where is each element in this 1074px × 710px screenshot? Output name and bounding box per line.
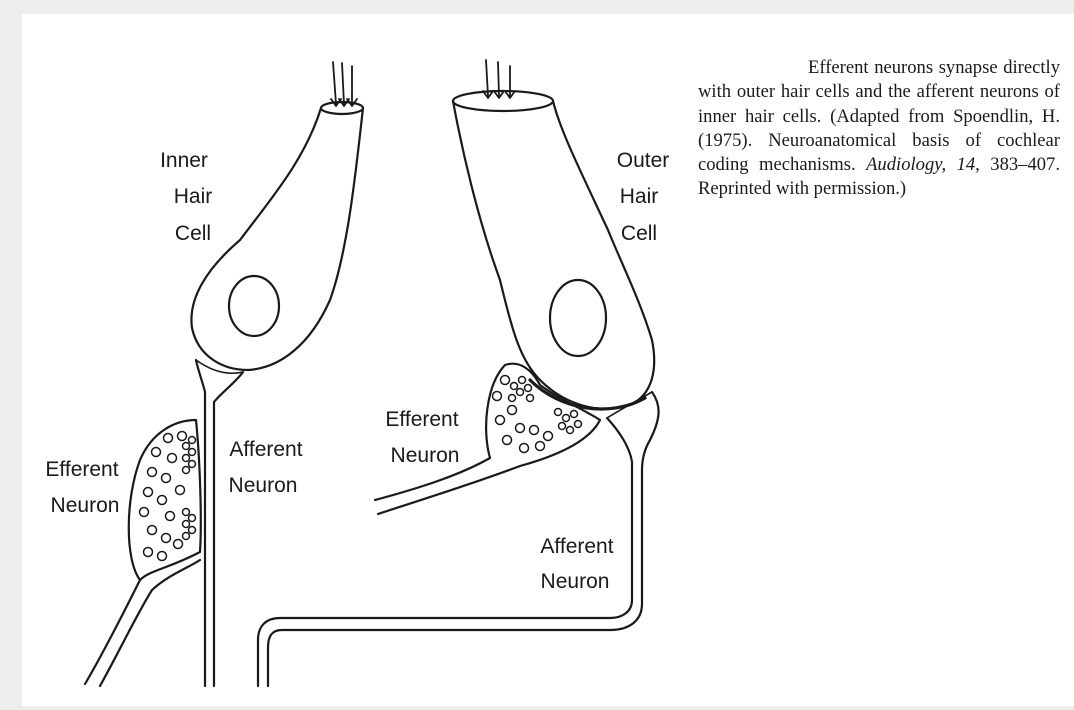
inner-stereocilia <box>331 62 357 106</box>
label-efferent-outer-word-2: Neuron <box>391 444 460 467</box>
efferent-vesicles-left <box>140 432 196 561</box>
efferent-neuron-outer <box>375 364 600 514</box>
label-outer-word-3: Cell <box>621 222 657 245</box>
caption-journal: Audiology, 14, <box>866 154 980 175</box>
label-afferent-outer: Afferent Neuron <box>540 535 613 593</box>
label-inner-word-2: Hair <box>174 185 213 208</box>
label-efferent-left: Efferent Neuron <box>45 458 119 517</box>
label-inner-hair-cell: Inner Hair Cell <box>160 149 212 245</box>
label-afferent-inner: Afferent Neuron <box>229 438 303 497</box>
label-afferent-inner-word-2: Neuron <box>229 474 298 497</box>
inner-cell-body <box>191 108 363 370</box>
label-afferent-inner-word-1: Afferent <box>229 438 302 461</box>
outer-cell-top <box>453 91 553 111</box>
label-outer-word-2: Hair <box>620 185 659 208</box>
label-inner-word-1: Inner <box>160 149 208 172</box>
label-efferent-left-word-2: Neuron <box>51 494 120 517</box>
inner-nucleus <box>229 276 279 336</box>
label-inner-word-3: Cell <box>175 222 211 245</box>
label-efferent-left-word-1: Efferent <box>45 458 118 481</box>
outer-nucleus <box>550 280 606 356</box>
label-afferent-outer-word-1: Afferent <box>540 535 613 558</box>
figure-caption: Efferent neurons synapse directly with o… <box>698 56 1060 202</box>
label-outer-hair-cell: Outer Hair Cell <box>617 149 670 245</box>
label-efferent-outer-word-1: Efferent <box>385 408 458 431</box>
inner-hair-cell <box>191 62 363 686</box>
label-efferent-outer: Efferent Neuron <box>385 408 459 467</box>
outer-cell-body <box>453 101 654 409</box>
label-outer-word-1: Outer <box>617 149 670 172</box>
label-afferent-outer-word-2: Neuron <box>541 570 610 593</box>
